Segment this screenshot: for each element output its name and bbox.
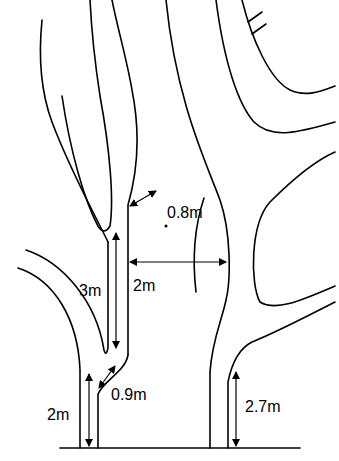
dimension-label: 3m	[78, 282, 102, 300]
stray-dot	[165, 225, 168, 228]
tree-outline	[18, 0, 335, 448]
dimension-label: 0.9m	[110, 386, 148, 404]
dimension-label: 2m	[132, 277, 156, 295]
dimension-arrows	[89, 191, 236, 446]
dimension-label: 0.8m	[166, 204, 204, 222]
dimension-label: 2m	[46, 406, 70, 424]
dimension-label: 2.7m	[244, 398, 282, 416]
